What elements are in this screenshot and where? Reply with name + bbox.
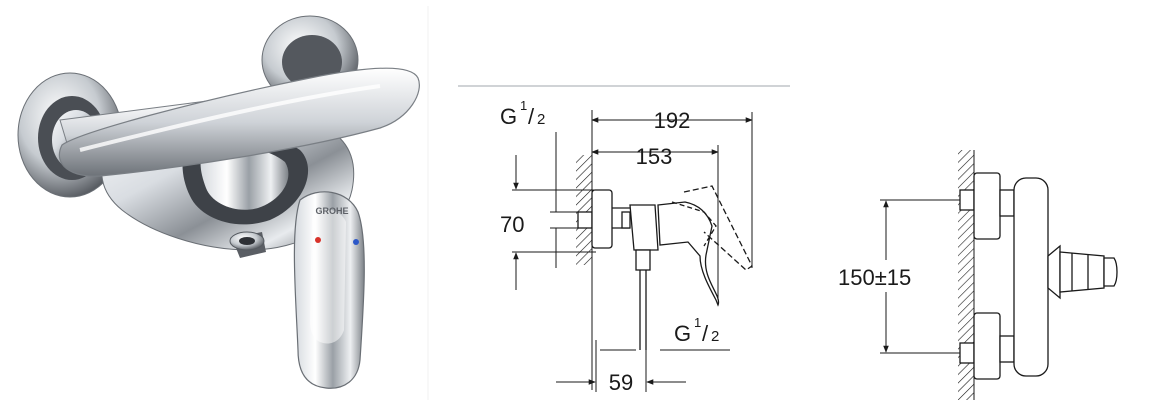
svg-text:/: /: [528, 104, 535, 129]
front-view-drawing: [880, 150, 1118, 400]
svg-text:1: 1: [520, 98, 527, 113]
upper-eccentric: [959, 189, 975, 211]
cold-indicator-dot: [353, 239, 359, 245]
faucet-product-image: GROHE: [17, 15, 420, 389]
svg-text:G: G: [674, 321, 691, 346]
side-rosette: [591, 189, 613, 249]
dim-outlet-offset: 59: [609, 370, 633, 395]
dim-overall-depth: 192: [654, 108, 691, 133]
side-mixer-body: [629, 204, 659, 251]
wall-hatch-front: [958, 150, 974, 400]
svg-text:2: 2: [537, 111, 545, 128]
lower-eccentric: [959, 342, 975, 364]
dim-center-distance: 150±15: [838, 265, 911, 290]
svg-text:G: G: [500, 104, 517, 129]
wall-hatch-side: [576, 155, 592, 265]
eccentric-connector: [577, 211, 593, 229]
thread-label-bottom: G 1 / 2: [674, 315, 719, 346]
side-lever: [657, 201, 720, 307]
dim-outlet-height: 70: [500, 212, 524, 237]
svg-text:2: 2: [711, 328, 719, 345]
front-mixer-body: [1013, 177, 1049, 377]
side-view-drawing: [512, 110, 753, 392]
svg-text:/: /: [702, 321, 709, 346]
dim-body-depth: 153: [636, 144, 673, 169]
brand-logo: GROHE: [315, 206, 348, 216]
svg-text:1: 1: [694, 315, 701, 330]
hot-indicator-dot: [315, 237, 321, 243]
lower-rosette: [973, 312, 1001, 380]
front-handle-cone: [1047, 244, 1061, 300]
thread-label-top: G 1 / 2: [500, 98, 545, 129]
upper-rosette: [973, 172, 1001, 240]
side-outlet: [635, 249, 651, 271]
